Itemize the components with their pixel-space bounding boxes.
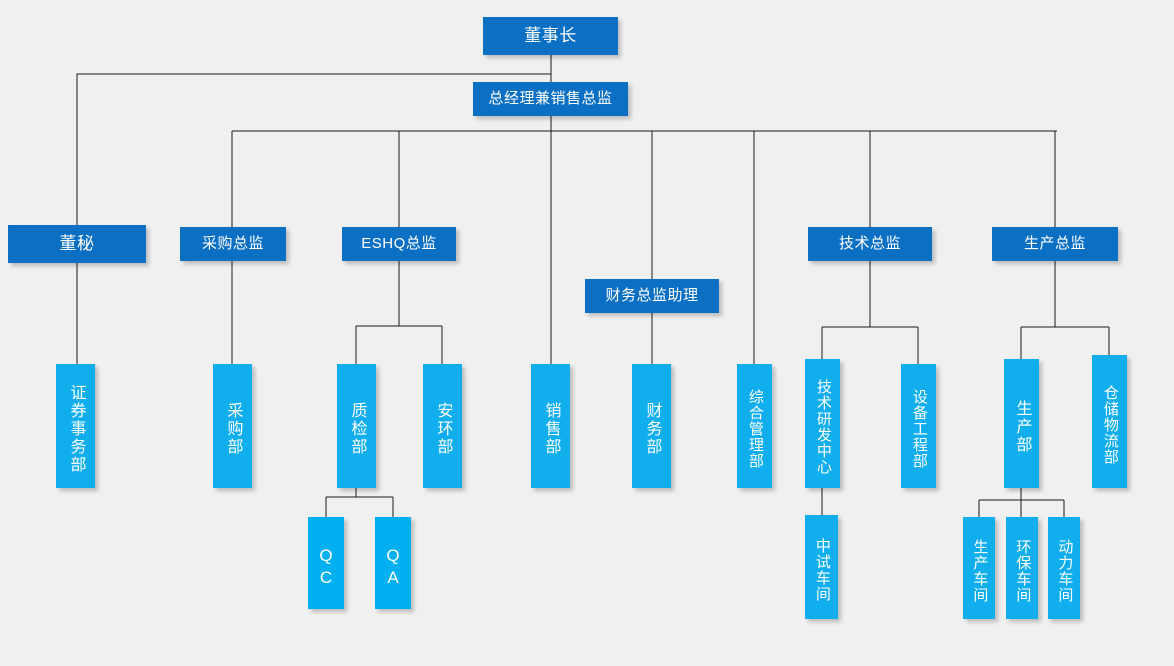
node-chairman[interactable]: 董事长 <box>483 17 618 55</box>
node-finance-assistant[interactable]: 财务总监助理 <box>585 279 719 313</box>
node-qa[interactable]: QA <box>375 517 411 609</box>
node-environmental-workshop[interactable]: 环保车间 <box>1006 517 1038 619</box>
node-rd-center[interactable]: 技术研发中心 <box>805 359 840 488</box>
node-finance-dept[interactable]: 财务部 <box>632 364 671 488</box>
node-board-secretary[interactable]: 董秘 <box>8 225 146 263</box>
node-production-dept[interactable]: 生产部 <box>1004 359 1039 488</box>
node-general-admin-dept[interactable]: 综合管理部 <box>737 364 772 488</box>
node-equipment-engineering-dept[interactable]: 设备工程部 <box>901 364 936 488</box>
node-qc[interactable]: QC <box>308 517 344 609</box>
node-technical-director[interactable]: 技术总监 <box>808 227 932 261</box>
node-production-workshop[interactable]: 生产车间 <box>963 517 995 619</box>
node-warehouse-logistics-dept[interactable]: 仓储物流部 <box>1092 355 1127 488</box>
node-purchasing-director[interactable]: 采购总监 <box>180 227 286 261</box>
node-power-workshop[interactable]: 动力车间 <box>1048 517 1080 619</box>
node-purchasing-dept[interactable]: 采购部 <box>213 364 252 488</box>
node-quality-inspection-dept[interactable]: 质检部 <box>337 364 376 488</box>
node-pilot-workshop[interactable]: 中试车间 <box>805 515 838 619</box>
node-general-manager[interactable]: 总经理兼销售总监 <box>473 82 628 116</box>
node-production-director[interactable]: 生产总监 <box>992 227 1118 261</box>
node-sales-dept[interactable]: 销售部 <box>531 364 570 488</box>
node-securities-dept[interactable]: 证券事务部 <box>56 364 95 488</box>
node-safety-env-dept[interactable]: 安环部 <box>423 364 462 488</box>
node-eshq-director[interactable]: ESHQ总监 <box>342 227 456 261</box>
